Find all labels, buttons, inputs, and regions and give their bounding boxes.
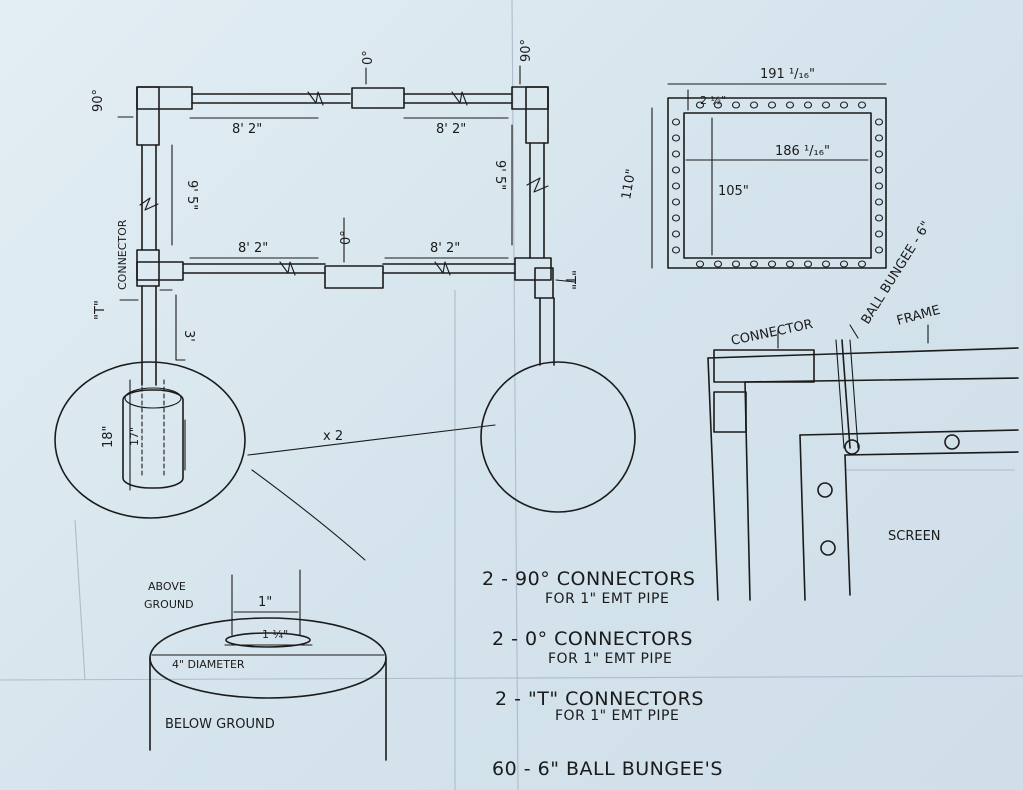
span-top-left-label: 8' 2" [232, 122, 262, 137]
span-bottom-left-label: 8' 2" [238, 241, 268, 256]
grommet-hole [785, 101, 795, 109]
parts-line-3: 2 - "T" CONNECTORS [495, 688, 704, 710]
footing-detail [149, 569, 387, 761]
grommet-hole [803, 260, 813, 268]
parts-line-2: 2 - 0° CONNECTORS [492, 628, 693, 650]
screen-grommets [671, 101, 884, 268]
grommet-hole [874, 118, 884, 126]
grommet-hole [671, 182, 681, 190]
screen-width-label: 191 ¹/₁₆" [760, 67, 815, 82]
tee-left-label: "T" [93, 300, 108, 320]
above-ground-label-1: ABOVE [148, 580, 186, 593]
grommet-hole [713, 101, 723, 109]
grommet-hole [671, 214, 681, 222]
grommet-hole [671, 246, 681, 254]
grommet-hole [731, 101, 741, 109]
grommet-hole [671, 198, 681, 206]
grommet-hole [874, 182, 884, 190]
height-right-label: 9' 5" [492, 160, 507, 190]
elbow-top-left-label: 90° [91, 89, 106, 112]
connector-left-label: CONNECTOR [116, 219, 129, 290]
grommet-hole [713, 260, 723, 268]
hole-size-label: 1 ¼" [262, 628, 288, 641]
sleeve-depth-label: 18" [101, 425, 116, 448]
grommet-hole [874, 198, 884, 206]
parts-sub-1: FOR 1" EMT PIPE [545, 591, 669, 607]
span-top-right-label: 8' 2" [436, 122, 466, 137]
grommet-hole [671, 118, 681, 126]
screen-diagram [651, 83, 887, 269]
corner-detail [707, 324, 1019, 601]
grommet-hole [767, 260, 777, 268]
grommet-hole [839, 260, 849, 268]
straight-top-label: 0° [361, 50, 376, 65]
detail-frame-label: FRAME [895, 303, 942, 329]
grommet-hole [803, 101, 813, 109]
screen-inner-width-label: 186 ¹/₁₆" [775, 144, 830, 159]
grommet-hole [874, 214, 884, 222]
grommet-hole [671, 150, 681, 158]
grommet-hole [839, 101, 849, 109]
parts-sub-2: FOR 1" EMT PIPE [548, 651, 672, 667]
ground-sleeve-detail [54, 361, 636, 561]
parts-list: 2 - 90° CONNECTORS FOR 1" EMT PIPE 2 - 0… [482, 568, 723, 780]
diameter-label: 4" DIAMETER [172, 658, 245, 671]
multiplier-label: x 2 [323, 429, 343, 444]
grommet-hole [874, 150, 884, 158]
grommet-hole [785, 260, 795, 268]
grommet-hole [671, 134, 681, 142]
screen-inner-height-label: 105" [718, 184, 749, 199]
screen-inset-label: 2 ½" [700, 94, 726, 107]
detail-connector-label: CONNECTOR [730, 317, 815, 349]
elbow-top-right-label: 90° [519, 39, 534, 62]
grommet-hole [749, 260, 759, 268]
grommet-hole [874, 166, 884, 174]
grommet-hole [695, 260, 705, 268]
tee-right-label: "T" [562, 270, 577, 290]
grommet-hole [874, 230, 884, 238]
detail-screen-label: SCREEN [888, 529, 941, 544]
grommet-hole [749, 101, 759, 109]
grommet-hole [821, 101, 831, 109]
above-ground-label-2: GROUND [144, 598, 194, 611]
height-left-label: 9' 5" [184, 180, 199, 210]
grommet-hole [857, 101, 867, 109]
span-bottom-right-label: 8' 2" [430, 241, 460, 256]
grommet-hole [671, 230, 681, 238]
grommet-hole [731, 260, 741, 268]
grommet-hole [874, 134, 884, 142]
grommet-hole [767, 101, 777, 109]
straight-bottom-label: 0° [339, 230, 354, 245]
screen-height-label: 110" [619, 168, 639, 201]
sleeve-inner-label: 17" [128, 427, 141, 446]
post-rise-label: 3' [181, 330, 196, 342]
below-ground-label: BELOW GROUND [165, 717, 275, 732]
parts-line-1: 2 - 90° CONNECTORS [482, 568, 695, 590]
pipe-size-label: 1" [258, 595, 272, 610]
grommet-hole [695, 101, 705, 109]
grommet-hole [857, 260, 867, 268]
parts-sub-3: FOR 1" EMT PIPE [555, 708, 679, 724]
grommet-hole [821, 260, 831, 268]
parts-line-4: 60 - 6" BALL BUNGEE'S [492, 758, 723, 780]
grommet-hole [874, 246, 884, 254]
grommet-hole [671, 166, 681, 174]
frame-diagram [117, 65, 576, 386]
